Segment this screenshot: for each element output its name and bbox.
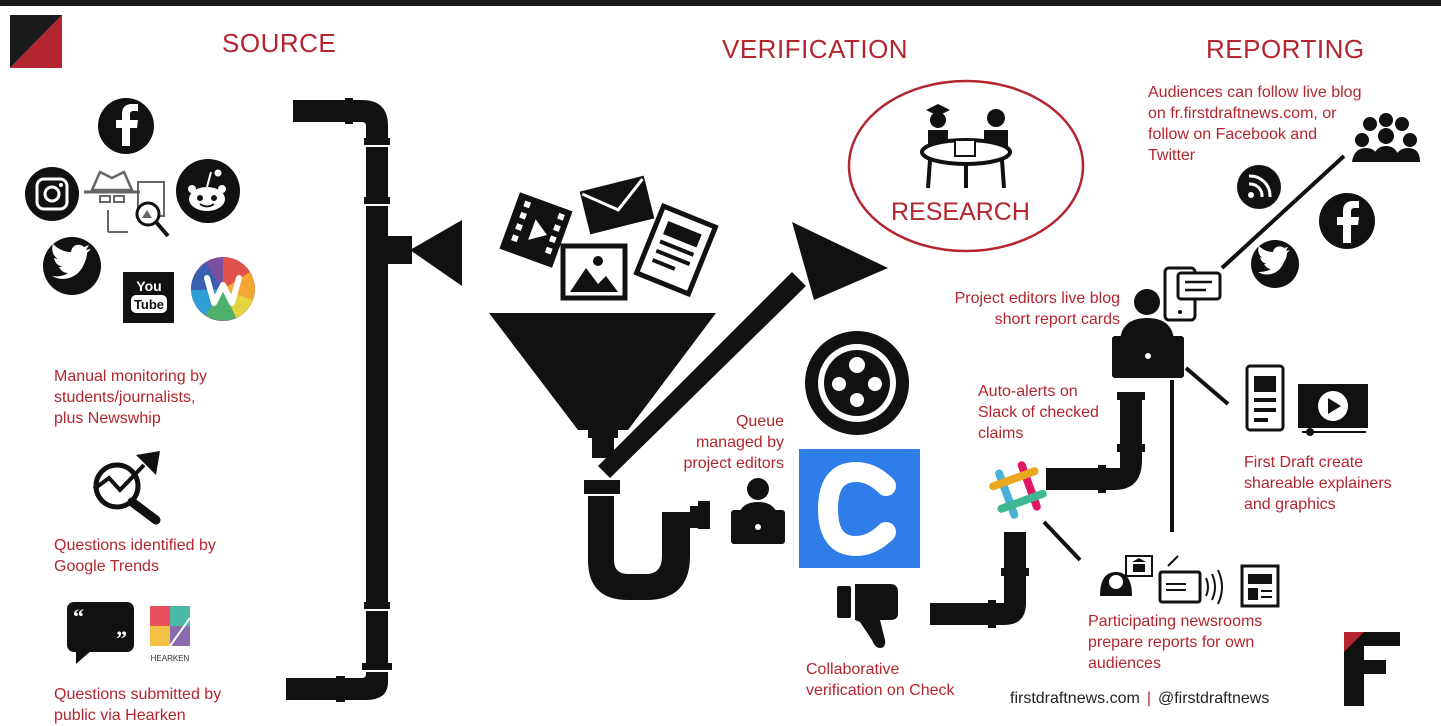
instagram-icon bbox=[25, 167, 79, 221]
reddit-icon bbox=[176, 159, 240, 223]
radio-icon bbox=[1158, 555, 1223, 605]
connector-slack-newsrooms bbox=[1042, 520, 1082, 562]
header-reporting: REPORTING bbox=[1206, 34, 1365, 64]
thumbs-down-icon bbox=[837, 584, 898, 648]
auto-alerts-text: Auto-alerts on Slack of checked claims bbox=[978, 383, 1099, 442]
audiences-text: Audiences can follow live blog on fr.fir… bbox=[1148, 84, 1362, 164]
queue-text: Queue managed by project editors bbox=[683, 413, 785, 472]
first-draft-create-text: First Draft create shareable explainers … bbox=[1244, 454, 1392, 513]
footer-handle[interactable]: @firstdraftnews bbox=[1157, 690, 1270, 707]
check-logo-icon bbox=[799, 449, 920, 568]
video-icon bbox=[499, 192, 573, 268]
connector-mobile-audience bbox=[1220, 154, 1346, 270]
verification-diagonal-pipe bbox=[598, 222, 888, 478]
newspaper-icon bbox=[1240, 564, 1280, 608]
svg-text:Tube: Tube bbox=[134, 297, 164, 312]
funnel bbox=[489, 313, 716, 458]
project-editors-text: Project editors live blog short report c… bbox=[954, 290, 1120, 328]
top-rule bbox=[0, 0, 1441, 6]
svg-text:“: “ bbox=[73, 604, 84, 629]
first-draft-logo: F bbox=[1344, 632, 1400, 706]
newswhip-icon bbox=[190, 257, 255, 321]
group-circle-icon bbox=[805, 331, 909, 435]
svg-text:”: ” bbox=[116, 626, 127, 651]
connector-editor-explainers bbox=[1184, 366, 1230, 406]
corner-mark-red bbox=[10, 15, 62, 68]
research-circle bbox=[847, 79, 1085, 253]
audience-icon bbox=[1352, 113, 1420, 162]
slack-icon bbox=[989, 461, 1047, 519]
research-meeting-icon bbox=[920, 104, 1012, 189]
spy-search-icon bbox=[84, 170, 170, 238]
collaborative-text: Collaborative verification on Check bbox=[806, 661, 955, 699]
twitter-icon bbox=[43, 237, 101, 295]
twitter-reporting-icon bbox=[1251, 240, 1299, 288]
mobile-chat-icon bbox=[1163, 266, 1222, 322]
verification-exit-pipe bbox=[930, 532, 1029, 628]
slack-pipe bbox=[1046, 392, 1145, 493]
footer-site[interactable]: firstdraftnews.com bbox=[1010, 690, 1140, 707]
editor-laptop-icon bbox=[731, 478, 785, 544]
mail-icon bbox=[579, 175, 655, 235]
facebook-reporting-icon bbox=[1319, 193, 1375, 249]
youtube-icon: You Tube bbox=[123, 272, 174, 323]
video-play-icon bbox=[1298, 384, 1368, 436]
footer-separator: | bbox=[1146, 690, 1151, 707]
header-source: SOURCE bbox=[222, 28, 337, 58]
facebook-icon bbox=[98, 98, 154, 154]
trend-search-icon bbox=[92, 451, 161, 525]
explainer-icon bbox=[1245, 364, 1285, 432]
live-blog-editor-icon bbox=[1112, 289, 1184, 378]
source-pipe bbox=[286, 98, 462, 702]
hearken-icon: HEARKEN bbox=[150, 606, 191, 663]
header-verification: VERIFICATION bbox=[722, 34, 909, 64]
research-label: RESEARCH bbox=[891, 198, 1030, 226]
participating-text: Participating newsrooms prepare reports … bbox=[1088, 613, 1263, 672]
svg-text:HEARKEN: HEARKEN bbox=[151, 654, 190, 663]
image-icon bbox=[560, 243, 628, 301]
journalist-icon bbox=[1100, 555, 1153, 596]
document-icon bbox=[633, 202, 719, 298]
manual-monitoring-text: Manual monitoring by students/journalist… bbox=[54, 368, 207, 427]
quote-bubble-icon: “ ” bbox=[67, 602, 134, 664]
check-pipe bbox=[584, 480, 710, 600]
footer: firstdraftnews.com | @firstdraftnews bbox=[1010, 690, 1269, 708]
questions-hearken-text: Questions submitted by public via Hearke… bbox=[54, 686, 222, 724]
questions-google-text: Questions identified by Google Trends bbox=[54, 537, 216, 575]
svg-text:You: You bbox=[136, 278, 161, 294]
rss-icon bbox=[1237, 165, 1281, 209]
